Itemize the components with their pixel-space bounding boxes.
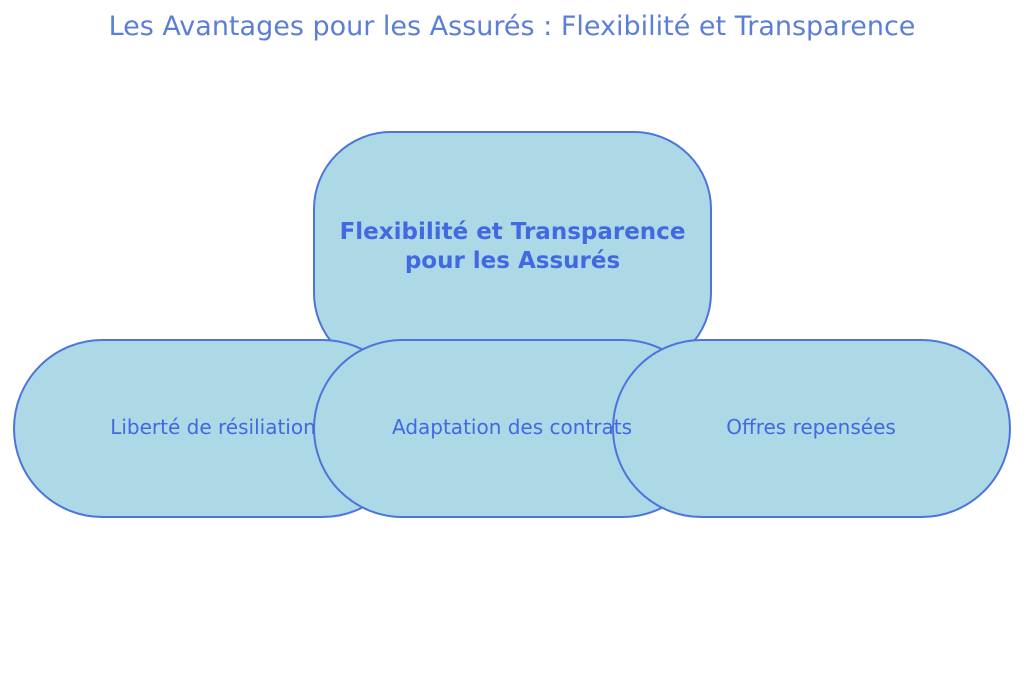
central-node: Flexibilité et Transparence pour les Ass… xyxy=(313,131,712,371)
child-node-label-liberte: Liberté de résiliation xyxy=(110,415,316,439)
central-node-label-line2: pour les Assurés xyxy=(404,248,621,274)
child-node-offres xyxy=(612,339,1011,518)
central-node-label-line1: Flexibilité et Transparence xyxy=(339,219,686,245)
child-node-label-adaptation: Adaptation des contrats xyxy=(391,415,633,439)
page-title: Les Avantages pour les Assurés : Flexibi… xyxy=(108,11,916,42)
central-node-label: Flexibilité et Transparence pour les Ass… xyxy=(340,218,686,276)
child-node-label-offres: Offres repensées xyxy=(726,415,896,439)
